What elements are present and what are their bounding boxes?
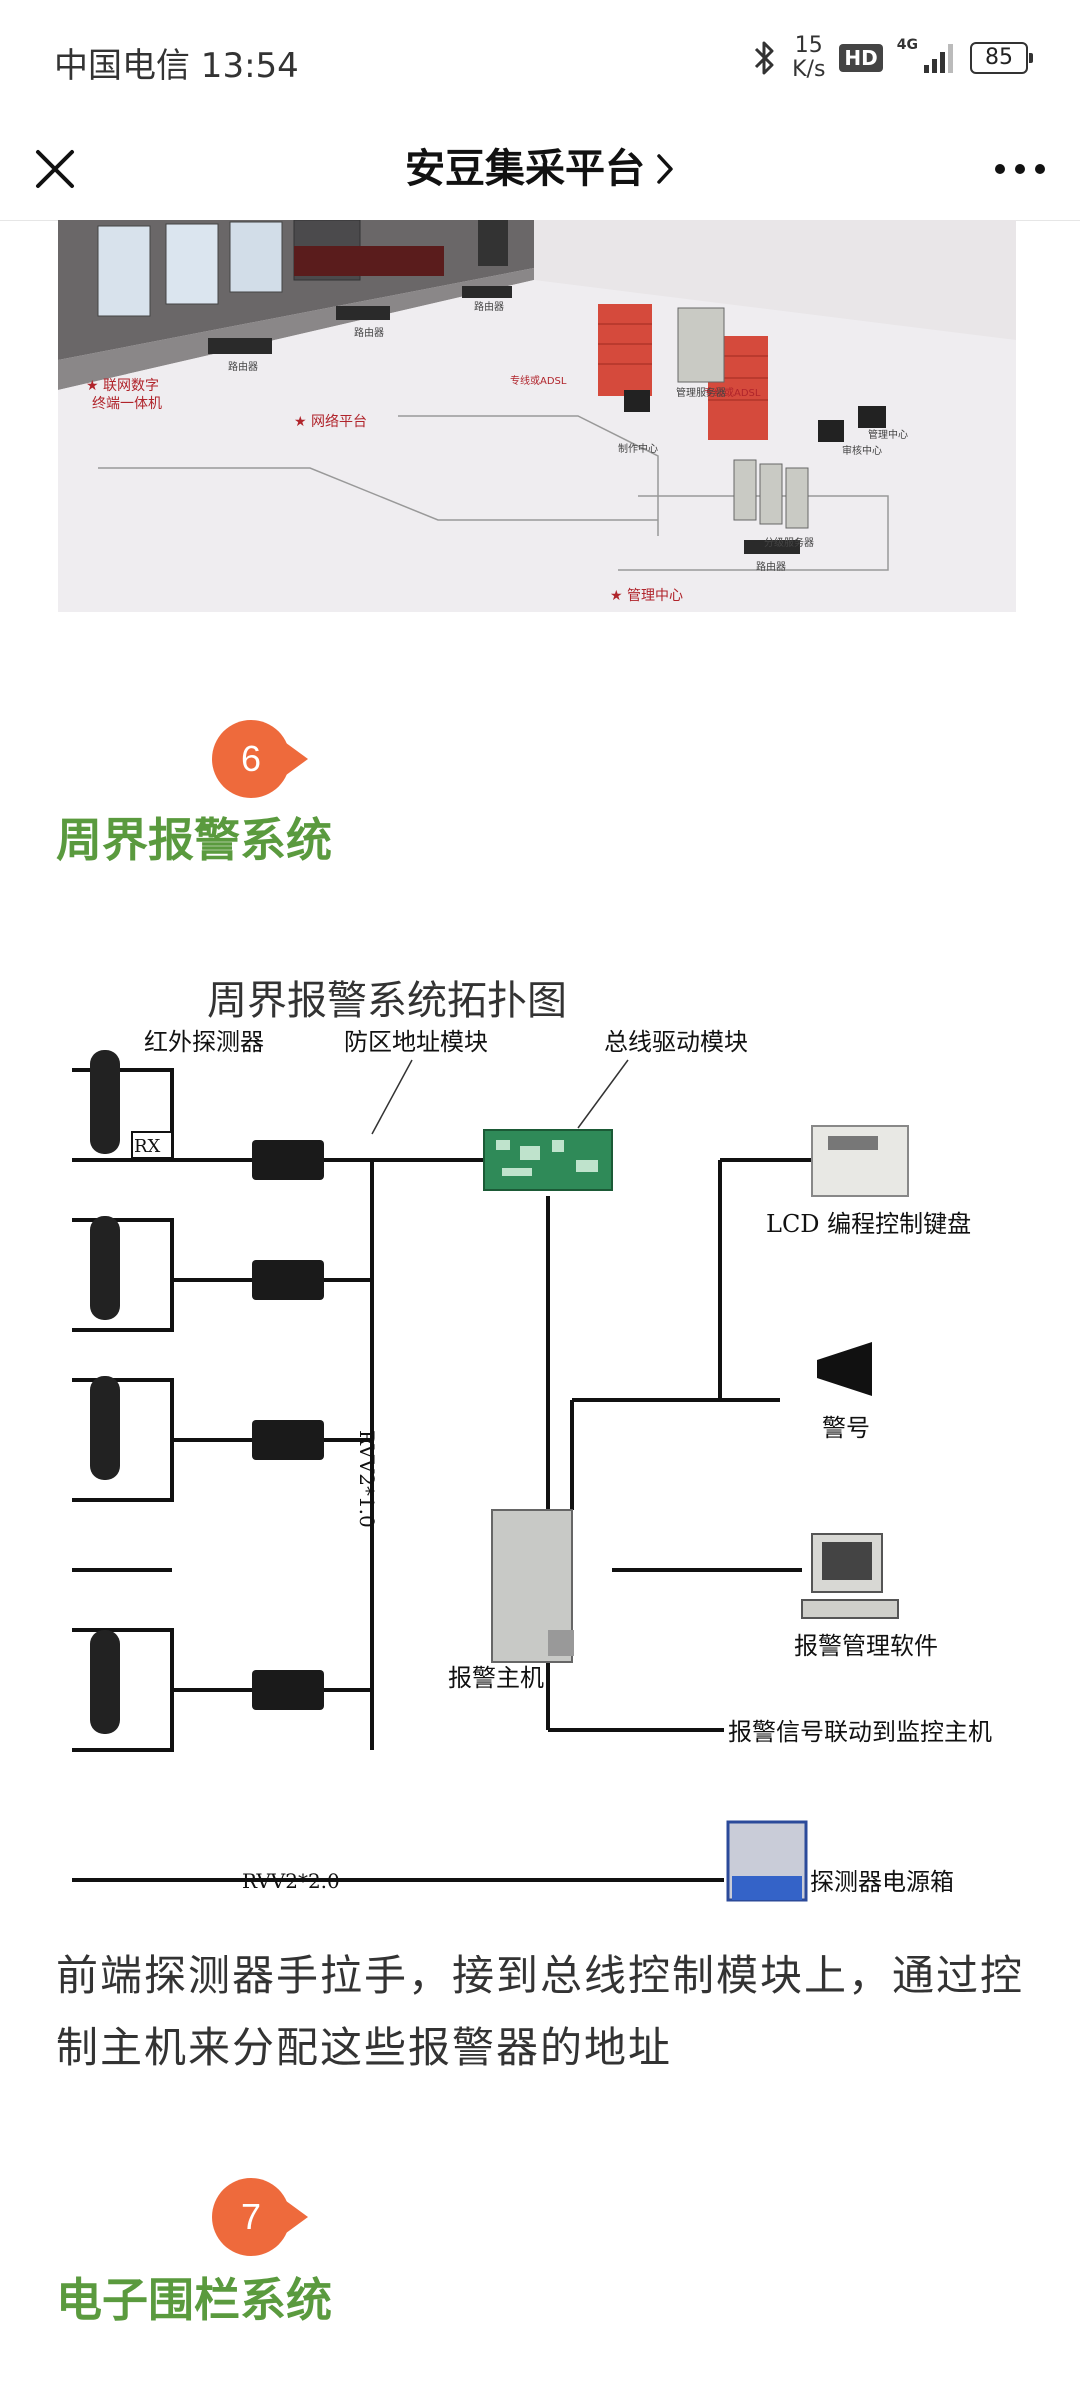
- label-alarm-software: 报警管理软件: [794, 1632, 938, 1660]
- svg-text:路由器: 路由器: [354, 326, 384, 339]
- label-rx: RX: [134, 1136, 161, 1157]
- section-title-6: 周界报警系统: [56, 813, 332, 867]
- step-badge-7: 7: [212, 2178, 308, 2256]
- label-zone-module: 防区地址模块: [344, 1028, 488, 1056]
- step-number-6: 6: [240, 738, 262, 779]
- net-speed-value: 15: [794, 33, 823, 58]
- label-bus-module: 总线驱动模块: [604, 1028, 748, 1056]
- label-alarm-host: 报警主机: [448, 1664, 544, 1692]
- bluetooth-icon: [755, 41, 774, 75]
- nav-title-area: 安豆集采平台: [0, 132, 1080, 206]
- battery-icon: 85: [970, 42, 1033, 74]
- diagram-title: 周界报警系统拓扑图: [207, 978, 567, 1024]
- svg-text:专线或ADSL: 专线或ADSL: [704, 386, 761, 399]
- chevron-right-icon: [657, 154, 673, 184]
- net-speed: 15 K/s: [792, 34, 825, 82]
- article-paragraph: 前端探测器手拉手，接到总线控制模块上，通过控制主机来分配这些报警器的地址: [56, 1951, 1025, 2072]
- svg-text:分级服务器: 分级服务器: [764, 536, 814, 549]
- signal-icon: [924, 44, 953, 73]
- label-network-platform: ★ 网络平台: [294, 414, 367, 430]
- step-number-7: 7: [240, 2196, 262, 2237]
- label-rvv1: RVV2*1.0: [355, 1430, 379, 1528]
- step-badge-shape: [212, 720, 308, 798]
- network-topology-image: ★ 联网数字 终端一体机 ★ 网络平台 ★ 管理中心 路由器 路由器 路由器 路…: [58, 220, 1016, 612]
- label-multi-screen-2: 终端一体机: [92, 396, 162, 412]
- label-ir-detector: 红外探测器: [144, 1028, 264, 1056]
- svg-text:路由器: 路由器: [228, 360, 258, 373]
- svg-text:管理中心: 管理中心: [868, 428, 908, 441]
- net-speed-unit: K/s: [792, 57, 826, 82]
- status-icons: 15 K/s HD 4G 85: [752, 32, 1033, 84]
- label-management-center: ★ 管理中心: [610, 588, 683, 604]
- svg-text:路由器: 路由器: [474, 300, 504, 313]
- perimeter-alarm-diagram: 周界报警系统拓扑图: [72, 950, 1010, 2162]
- svg-text:专线或ADSL: 专线或ADSL: [510, 374, 567, 387]
- section-title-7: 电子围栏系统: [56, 2273, 332, 2327]
- article-content[interactable]: ★ 联网数字 终端一体机 ★ 网络平台 ★ 管理中心 路由器 路由器 路由器 路…: [0, 220, 1080, 2388]
- carrier-time: 中国电信 13:54: [54, 46, 299, 86]
- svg-text:审核中心: 审核中心: [842, 444, 882, 457]
- label-alarm-link: 报警信号联动到监控主机: [728, 1718, 992, 1746]
- label-rvv2: RVV2*2.0: [242, 1869, 340, 1893]
- label-siren: 警号: [822, 1414, 870, 1442]
- nav-bar: 安豆集采平台: [0, 118, 1080, 221]
- network-type: 4G: [896, 37, 918, 53]
- close-icon[interactable]: [30, 144, 80, 194]
- page-title: 安豆集采平台: [405, 146, 645, 192]
- more-icon[interactable]: [990, 144, 1050, 194]
- svg-text:制作中心: 制作中心: [618, 442, 658, 455]
- label-power-box: 探测器电源箱: [810, 1868, 954, 1896]
- status-bar: 中国电信 13:54 15 K/s HD 4G 85: [0, 0, 1080, 118]
- account-link[interactable]: 安豆集采平台: [405, 132, 675, 206]
- svg-text:路由器: 路由器: [756, 560, 786, 573]
- step-badge-6: 6: [212, 720, 308, 798]
- svg-text:管理服务器: 管理服务器: [676, 386, 726, 399]
- label-lcd-keyboard: LCD 编程控制键盘: [766, 1210, 971, 1238]
- step-badge-shape: [212, 2178, 308, 2256]
- hd-icon: HD: [839, 44, 883, 72]
- label-multi-screen: ★ 联网数字: [86, 378, 159, 394]
